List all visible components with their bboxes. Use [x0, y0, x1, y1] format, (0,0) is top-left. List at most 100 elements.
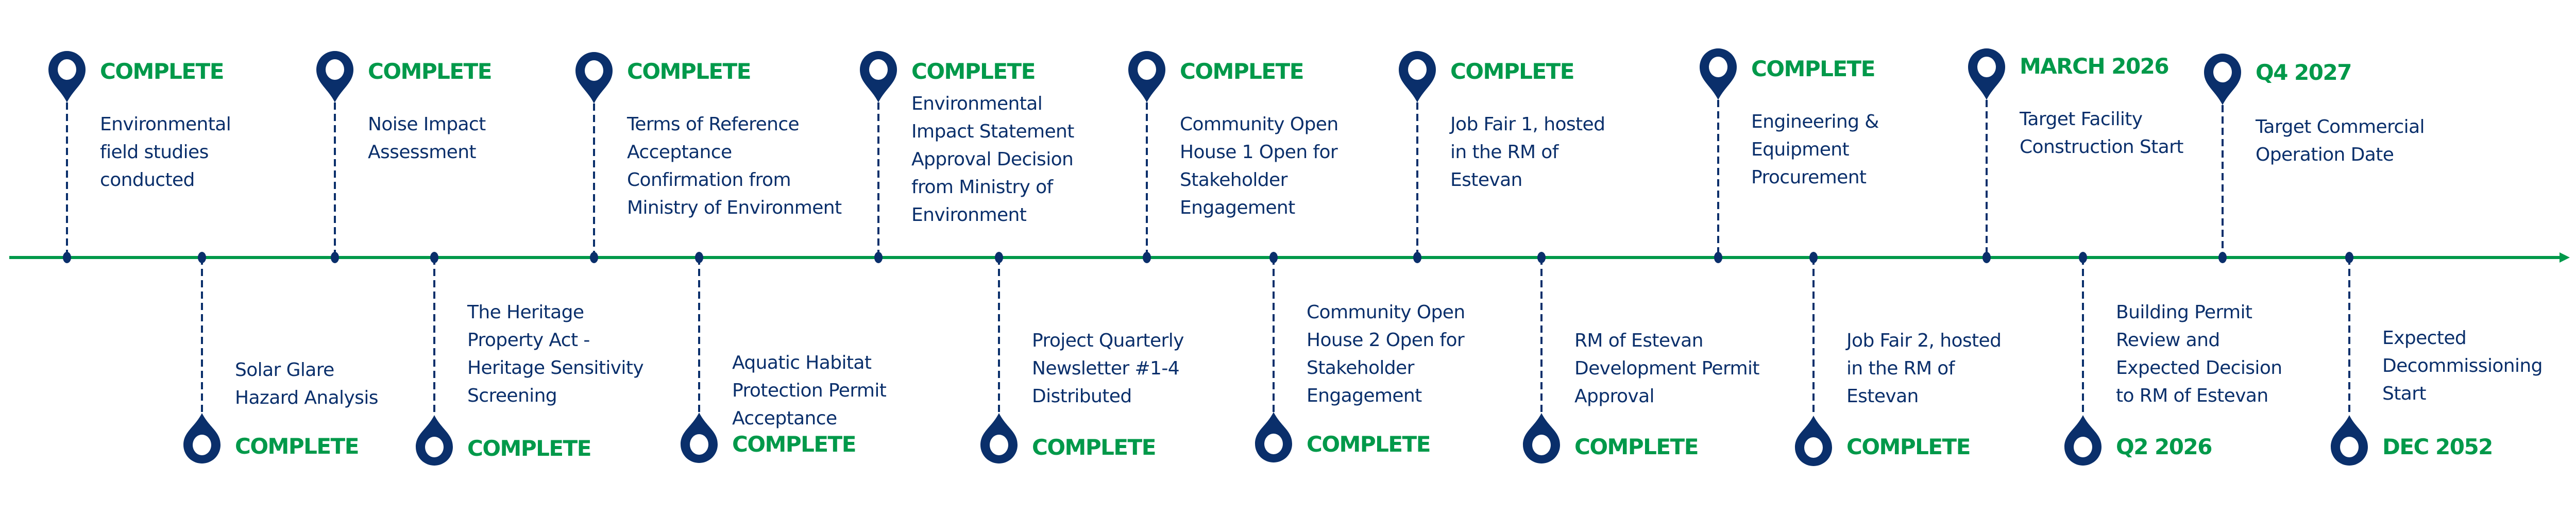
milestone-marker [1128, 51, 1165, 263]
map-pin-hole [2074, 437, 2092, 457]
description-line: Stakeholder [1180, 169, 1287, 191]
description-line: House 1 Open for [1180, 142, 1338, 163]
timeline-dot [63, 252, 71, 263]
description-line: Project Quarterly [1032, 330, 1184, 351]
milestone-marker [1255, 252, 1292, 462]
description-line: Newsletter #1-4 [1032, 358, 1180, 379]
description-line: Engineering & [1751, 111, 1879, 132]
timeline-dot [1809, 252, 1818, 263]
description-line: to RM of Estevan [2116, 385, 2268, 406]
description-line: Operation Date [2256, 144, 2394, 165]
timeline-dot [1714, 252, 1722, 263]
milestone-marker [1523, 252, 1560, 464]
timeline-dot [2345, 252, 2353, 263]
milestone-status: DEC 2052 [2382, 434, 2493, 459]
description-line: Heritage Sensitivity [467, 357, 644, 379]
milestone-status: COMPLETE [1751, 56, 1875, 81]
timeline-dot [1413, 252, 1421, 263]
milestone-marker [2204, 54, 2241, 263]
timeline-dot [590, 252, 598, 263]
timeline-dot [430, 252, 438, 263]
description-line: field studies [100, 142, 209, 163]
description-line: Target Commercial [2256, 116, 2425, 138]
description-line: Community Open [1180, 114, 1338, 135]
description-line: Development Permit [1574, 358, 1760, 379]
description-line: Equipment [1751, 139, 1850, 160]
timeline-dot [1982, 252, 1991, 263]
description-line: Aquatic Habitat [732, 352, 872, 373]
milestone-status: COMPLETE [1574, 434, 1699, 459]
milestone-status: COMPLETE [1307, 432, 1431, 457]
description-line: in the RM of [1450, 142, 1558, 163]
milestone-status: MARCH 2026 [2020, 54, 2170, 79]
description-line: Distributed [1032, 386, 1132, 407]
timeline-dot [2218, 252, 2227, 263]
milestone-marker [1700, 48, 1737, 263]
milestone-description: Job Fair 1, hosted in the RM of Estevan [1450, 111, 1605, 194]
description-line: Acceptance [732, 408, 837, 429]
milestone-status: COMPLETE [467, 436, 591, 461]
milestone-marker [1795, 252, 1832, 466]
description-line: from Ministry of [911, 177, 1053, 198]
milestone-marker [1968, 48, 2005, 263]
milestone-status: Q2 2026 [2116, 434, 2212, 459]
milestone-status: COMPLETE [235, 434, 359, 459]
description-line: Engagement [1307, 385, 1422, 406]
timeline-dot [1143, 252, 1151, 263]
description-line: Approval Decision [911, 149, 1074, 170]
description-line: in the RM of [1846, 358, 1955, 379]
map-pin-hole [869, 59, 888, 80]
map-pin-hole [326, 59, 344, 80]
description-line: Assessment [368, 142, 477, 163]
description-line: Screening [467, 385, 557, 406]
description-line: Construction Start [2020, 136, 2183, 158]
timeline-dot [198, 252, 206, 263]
milestone-marker [416, 252, 453, 466]
milestone-status: COMPLETE [627, 59, 751, 84]
milestone-marker [2331, 252, 2368, 466]
map-pin-hole [990, 435, 1008, 455]
description-line: Environmental [911, 93, 1043, 114]
milestone-status: Q4 2027 [2256, 60, 2352, 85]
map-pin-hole [193, 435, 211, 455]
description-line: Expected Decision [2116, 357, 2282, 379]
description-line: Start [2382, 383, 2427, 404]
description-line: Estevan [1450, 169, 1522, 191]
description-line: Stakeholder [1307, 357, 1414, 379]
milestone-marker [48, 51, 86, 263]
timeline-dot [695, 252, 703, 263]
map-pin-hole [1804, 437, 1823, 458]
timeline-dot [1537, 252, 1546, 263]
milestone-status: COMPLETE [911, 59, 1036, 84]
milestone-marker [2064, 252, 2102, 466]
map-pin-hole [1709, 57, 1727, 77]
description-line: Job Fair 2, hosted [1846, 330, 2002, 351]
description-line: Impact Statement [911, 121, 1074, 142]
description-line: Terms of Reference [627, 114, 800, 135]
description-line: Review and [2116, 330, 2220, 351]
map-pin-hole [2340, 437, 2359, 457]
description-line: Job Fair 1, hosted [1450, 114, 1605, 135]
description-line: Community Open [1307, 302, 1465, 323]
map-pin-hole [425, 437, 444, 457]
description-line: The Heritage [467, 302, 584, 323]
timeline-dot [1269, 252, 1278, 263]
timeline-dot [331, 252, 339, 263]
map-pin-hole [690, 434, 708, 455]
description-line: Confirmation from [627, 169, 791, 191]
map-pin-hole [1532, 435, 1551, 455]
milestone-status: COMPLETE [732, 432, 856, 457]
description-line: Procurement [1751, 167, 1867, 188]
